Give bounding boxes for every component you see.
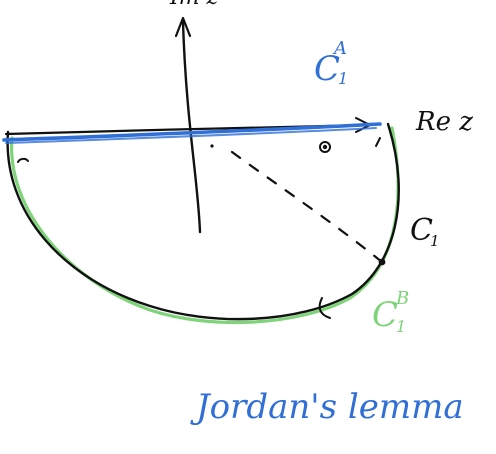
label-c1a-subscript: 1 [338,69,348,88]
contour-c1a-blue [2,122,382,142]
label-c1-subscript: 1 [430,232,440,250]
label-c1b: C [372,295,398,335]
imaginary-axis-arrowhead [174,16,192,38]
real-axis-label: Re z [415,107,473,137]
pole-marker-center [322,144,328,150]
arc-point [378,258,386,266]
contour-c1a-blue-second-stroke [5,127,377,144]
label-c1a-superscript: A [332,38,347,59]
contour-c1b-green [10,126,400,325]
imaginary-axis-label: Im z [169,0,219,10]
right-end-tick [375,137,381,147]
label-c1b-subscript: 1 [396,317,406,336]
contour-semicircle [6,122,400,321]
pole-marker [319,141,331,153]
label-c1a: C [314,49,340,89]
label-c1: C [410,213,433,248]
origin-dot [210,144,214,148]
diagram-title: Jordan's lemma [190,387,464,427]
left-end-tick [17,157,29,163]
arc-direction-tick [318,297,331,319]
label-c1b-superscript: B [395,288,409,309]
imaginary-axis [181,20,202,234]
dashed-radius [230,150,384,264]
